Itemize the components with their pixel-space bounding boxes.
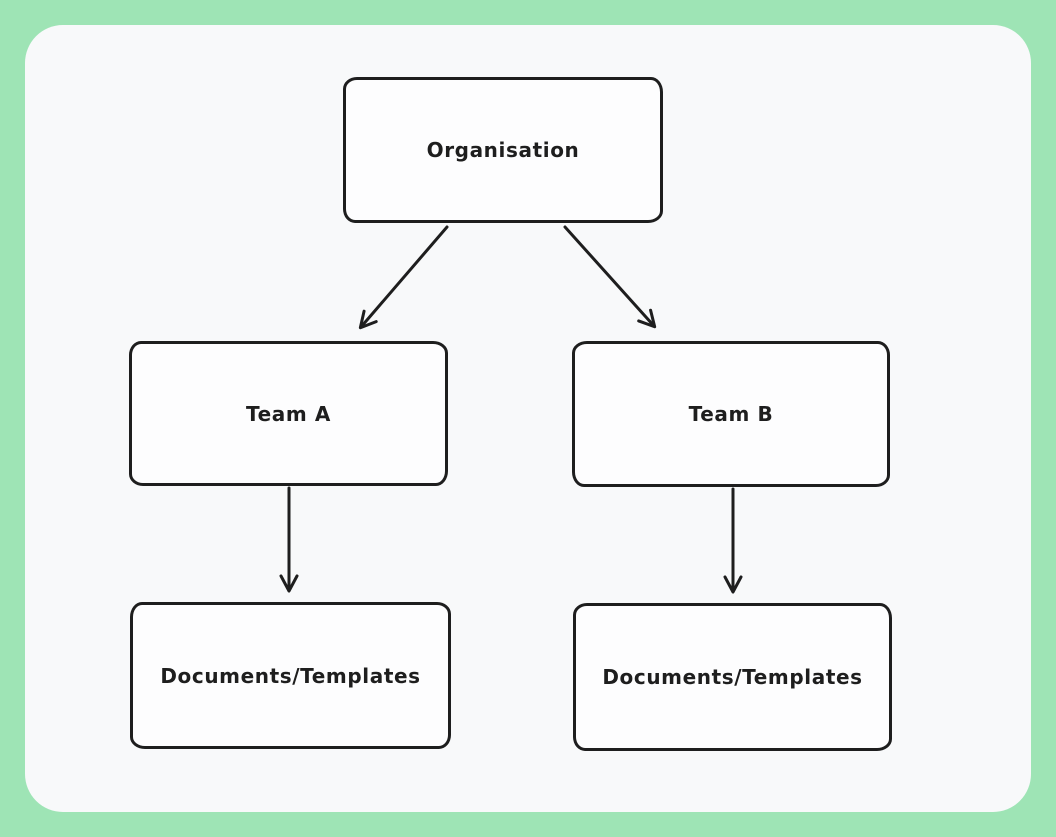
node-organisation[interactable]: Organisation (343, 77, 663, 223)
node-team-a-label: Team A (246, 401, 331, 426)
node-team-b-label: Team B (688, 402, 774, 426)
node-organisation-label: Organisation (426, 138, 580, 162)
node-documents-templates-b-label: Documents/Templates (602, 665, 863, 689)
node-team-a[interactable]: Team A (129, 341, 448, 486)
node-documents-templates-a[interactable]: Documents/Templates (130, 602, 451, 749)
node-documents-templates-a-label: Documents/Templates (160, 663, 421, 688)
node-documents-templates-b[interactable]: Documents/Templates (573, 603, 892, 751)
node-team-b[interactable]: Team B (572, 341, 890, 487)
